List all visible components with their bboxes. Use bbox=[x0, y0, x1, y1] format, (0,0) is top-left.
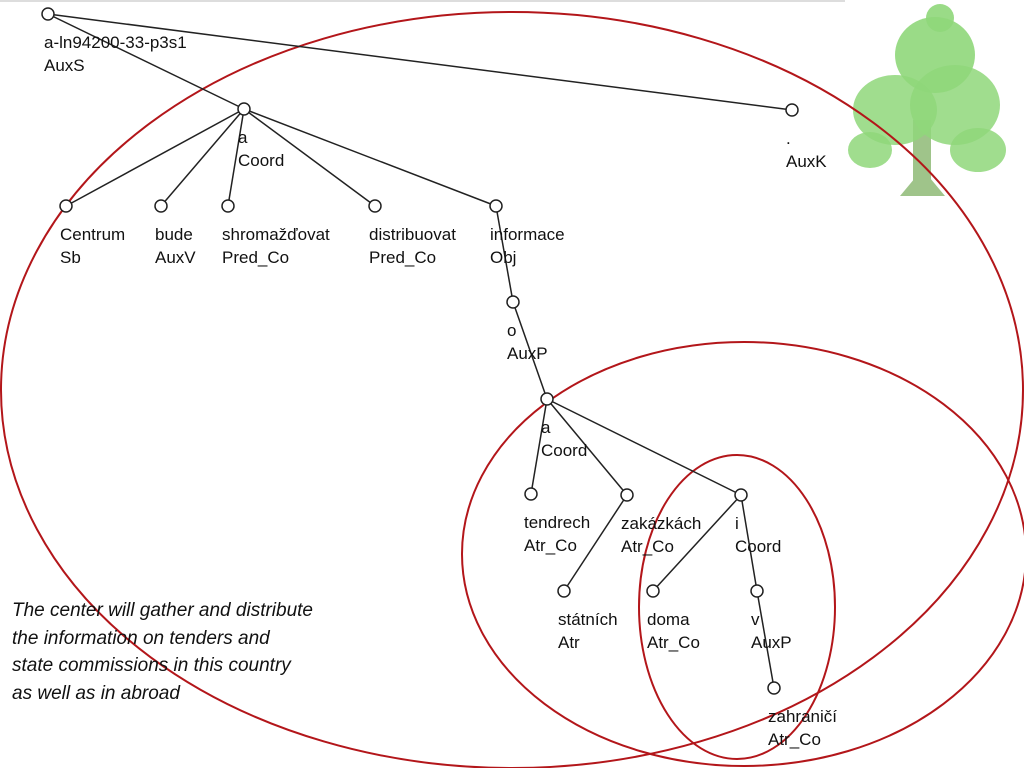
node-tag-doma: Atr_Co bbox=[647, 633, 700, 652]
tree-node-bude[interactable] bbox=[154, 199, 168, 213]
tree-node-coord2[interactable] bbox=[540, 392, 554, 406]
tree-edge bbox=[243, 108, 376, 207]
node-tag-statnich: Atr bbox=[558, 633, 580, 652]
node-word-coord2: a bbox=[541, 418, 551, 437]
node-word-centrum: Centrum bbox=[60, 225, 125, 244]
tree-node-centrum[interactable] bbox=[59, 199, 73, 213]
node-word-bude: bude bbox=[155, 225, 193, 244]
tree-edge bbox=[530, 398, 548, 495]
tree-edge bbox=[47, 13, 793, 111]
node-tag-coord1: Coord bbox=[238, 151, 284, 170]
tree-node-v[interactable] bbox=[750, 584, 764, 598]
tree-labels: a-ln94200-33-p3s1AuxSaCoord.AuxKCentrumS… bbox=[44, 33, 837, 749]
node-word-statnich: státních bbox=[558, 610, 618, 629]
tree-node-informace[interactable] bbox=[489, 199, 503, 213]
tree-nodes bbox=[41, 7, 799, 695]
node-tag-bude: AuxV bbox=[155, 248, 196, 267]
node-tag-coord2: Coord bbox=[541, 441, 587, 460]
node-word-distribuovat: distribuovat bbox=[369, 225, 456, 244]
node-word-zahranici: zahraničí bbox=[768, 707, 837, 726]
tree-node-o[interactable] bbox=[506, 295, 520, 309]
tree-edge bbox=[512, 301, 548, 400]
middle-ellipse bbox=[461, 341, 1024, 767]
node-word-coord1: a bbox=[238, 128, 248, 147]
node-word-doma: doma bbox=[647, 610, 690, 629]
tree-edge bbox=[160, 108, 245, 207]
tree-edge bbox=[65, 108, 245, 207]
node-tag-root: AuxS bbox=[44, 56, 85, 75]
node-word-tendrech: tendrech bbox=[524, 513, 590, 532]
tree-node-doma[interactable] bbox=[646, 584, 660, 598]
node-tag-distribuovat: Pred_Co bbox=[369, 248, 436, 267]
tree-edge bbox=[740, 494, 758, 592]
tree-edge bbox=[47, 13, 245, 110]
tree-node-root[interactable] bbox=[41, 7, 55, 21]
tree-node-period[interactable] bbox=[785, 103, 799, 117]
tree-icon bbox=[848, 4, 1006, 196]
node-word-informace: informace bbox=[490, 225, 565, 244]
node-tag-zahranici: Atr_Co bbox=[768, 730, 821, 749]
highlight-ellipses bbox=[0, 11, 1024, 768]
tree-node-distribuovat[interactable] bbox=[368, 199, 382, 213]
tree-edge bbox=[243, 108, 497, 207]
node-word-period: . bbox=[786, 129, 791, 148]
tree-edge bbox=[546, 398, 742, 496]
node-tag-o: AuxP bbox=[507, 344, 548, 363]
caption-line: as well as in abroad bbox=[12, 682, 180, 704]
caption-line: the information on tenders and bbox=[12, 627, 270, 649]
outer-ellipse bbox=[0, 11, 1024, 768]
node-tag-tendrech: Atr_Co bbox=[524, 536, 577, 555]
tree-node-shromazdovat[interactable] bbox=[221, 199, 235, 213]
translation-caption: The center will gather and distribute th… bbox=[12, 597, 392, 707]
tree-node-coord1[interactable] bbox=[237, 102, 251, 116]
caption-line: state commissions in this country bbox=[12, 655, 291, 676]
tree-node-i[interactable] bbox=[734, 488, 748, 502]
tree-node-zahranici[interactable] bbox=[767, 681, 781, 695]
tree-edge bbox=[563, 494, 628, 592]
node-word-zakazkach: zakázkách bbox=[621, 514, 701, 533]
node-tag-period: AuxK bbox=[786, 152, 827, 171]
inner-ellipse bbox=[638, 454, 836, 760]
tree-edge bbox=[227, 108, 245, 207]
node-word-o: o bbox=[507, 321, 516, 340]
node-word-i: i bbox=[735, 514, 739, 533]
tree-node-zakazkach[interactable] bbox=[620, 488, 634, 502]
node-tag-informace: Obj bbox=[490, 248, 516, 267]
node-tag-v: AuxP bbox=[751, 633, 792, 652]
tree-edges bbox=[47, 13, 793, 689]
node-word-v: v bbox=[751, 610, 760, 629]
caption-line: The center will gather and distribute bbox=[12, 600, 313, 621]
node-tag-zakazkach: Atr_Co bbox=[621, 537, 674, 556]
node-word-root: a-ln94200-33-p3s1 bbox=[44, 33, 187, 52]
tree-edge bbox=[756, 590, 775, 689]
node-tag-shromazdovat: Pred_Co bbox=[222, 248, 289, 267]
node-tag-i: Coord bbox=[735, 537, 781, 556]
tree-edge bbox=[546, 398, 628, 496]
tree-node-tendrech[interactable] bbox=[524, 487, 538, 501]
node-word-shromazdovat: shromažďovat bbox=[222, 225, 330, 244]
tree-node-statnich[interactable] bbox=[557, 584, 571, 598]
tree-edge bbox=[652, 494, 742, 592]
tree-edge bbox=[495, 205, 514, 303]
node-tag-centrum: Sb bbox=[60, 248, 81, 267]
